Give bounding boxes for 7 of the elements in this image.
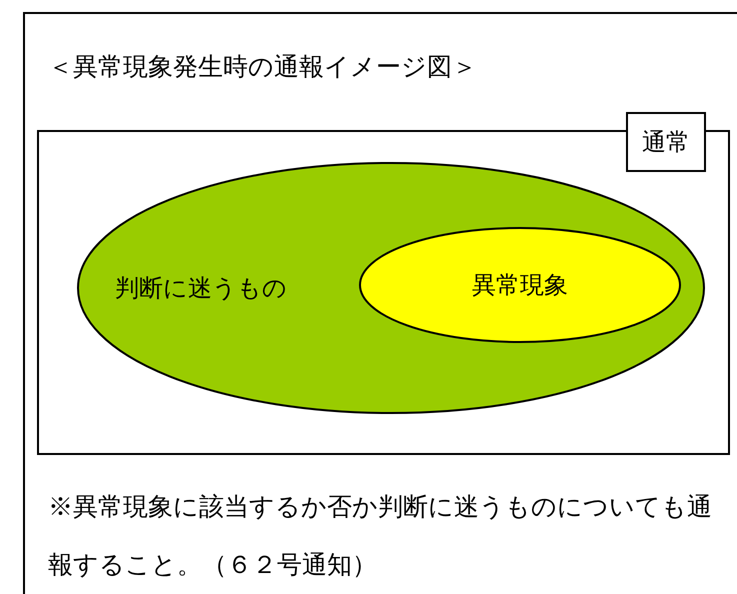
ellipse-region [77, 162, 705, 414]
region-label: 判断に迷うもの [115, 273, 287, 304]
region-label: 異常現象 [471, 270, 569, 301]
note-text: ※異常現象に該当するか否か判断に迷うものについても通報すること。（６２号通知） [48, 491, 713, 581]
ellipse-region [359, 227, 681, 343]
region-tag: 通常 [626, 112, 706, 172]
diagram-title: ＜異常現象発生時の通報イメージ図＞ [48, 51, 477, 83]
